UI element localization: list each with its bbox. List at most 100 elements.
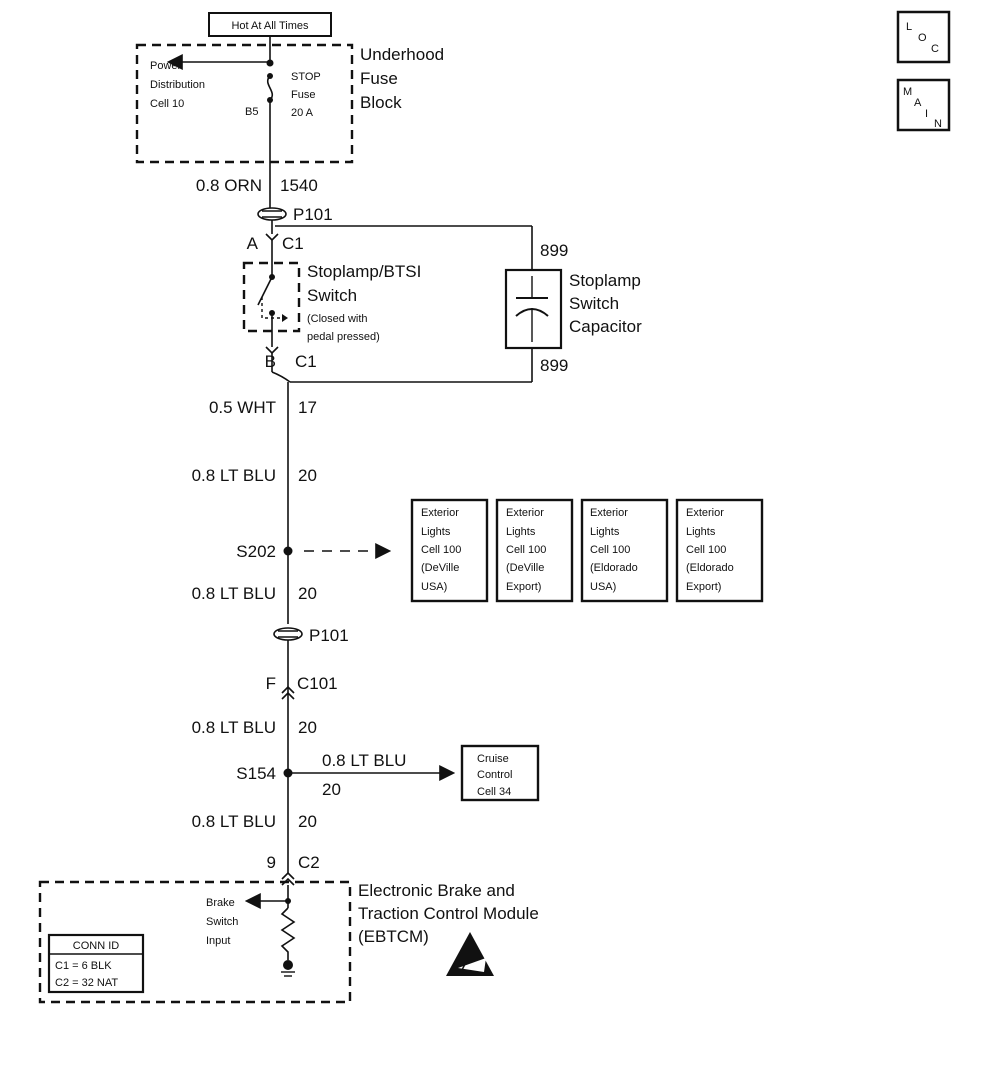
svg-text:USA): USA)	[421, 581, 447, 593]
svg-text:Exterior: Exterior	[686, 507, 724, 519]
wire-circuit-label: 20	[298, 812, 317, 831]
svg-text:Brake: Brake	[206, 897, 235, 909]
svg-text:Input: Input	[206, 935, 230, 947]
ebtcm-module: Brake Switch Input Electronic Brake and …	[38, 880, 539, 1004]
c1-bottom-label: C1	[295, 352, 317, 371]
svg-text:Lights: Lights	[686, 526, 716, 538]
c1-top-label: C1	[282, 234, 304, 253]
conn-id-table: CONN ID C1 = 6 BLK C2 = 32 NAT	[47, 933, 145, 994]
svg-text:(Eldorado: (Eldorado	[590, 562, 638, 574]
splice-s154-label: S154	[236, 764, 276, 783]
svg-text:(DeVille: (DeVille	[421, 562, 459, 574]
svg-text:Block: Block	[360, 93, 402, 112]
wire-gauge-label: 0.8 ORN	[196, 176, 262, 195]
wire-gauge-label: 0.8 LT BLU	[192, 718, 276, 737]
svg-text:N: N	[934, 118, 942, 130]
capacitor-circuit-bottom: 899	[540, 356, 568, 375]
c101-pin: F	[266, 674, 276, 693]
svg-text:Traction Control Module: Traction Control Module	[358, 904, 539, 923]
svg-text:Cell 100: Cell 100	[506, 544, 546, 556]
wire-circuit-label: 1540	[280, 176, 318, 195]
svg-text:Distribution: Distribution	[150, 79, 205, 91]
svg-text:Cruise: Cruise	[477, 753, 509, 765]
c2-pin: 9	[267, 853, 276, 872]
p101-connector-top: P101	[257, 205, 333, 224]
svg-text:L: L	[906, 21, 912, 33]
wire-circuit-label: 20	[298, 584, 317, 603]
loc-button[interactable]: L O C	[896, 10, 951, 64]
svg-text:Control: Control	[477, 769, 512, 781]
exterior-lights-box[interactable]: Exterior Lights Cell 100 (DeVille USA)	[410, 498, 489, 603]
svg-text:B5: B5	[245, 106, 258, 118]
svg-text:Cell 34: Cell 34	[477, 786, 511, 798]
svg-text:Lights: Lights	[421, 526, 451, 538]
splice-s202	[283, 546, 293, 556]
wire-circuit-label: 17	[298, 398, 317, 417]
svg-text:Hot At All Times: Hot At All Times	[231, 20, 309, 32]
svg-text:pedal pressed): pedal pressed)	[307, 331, 380, 343]
wire-gauge-label: 0.5 WHT	[209, 398, 276, 417]
svg-text:(Closed with: (Closed with	[307, 313, 368, 325]
svg-text:P101: P101	[293, 205, 333, 224]
svg-text:Cell 10: Cell 10	[150, 98, 184, 110]
svg-text:Underhood: Underhood	[360, 45, 444, 64]
c1-top-pin: A	[247, 234, 259, 253]
svg-text:Cell 100: Cell 100	[686, 544, 726, 556]
svg-text:Exterior: Exterior	[506, 507, 544, 519]
svg-text:Lights: Lights	[590, 526, 620, 538]
main-button[interactable]: M A I N	[896, 78, 951, 132]
svg-text:Stoplamp/BTSI: Stoplamp/BTSI	[307, 262, 421, 281]
svg-text:C2 = 32 NAT: C2 = 32 NAT	[55, 977, 118, 989]
p101-connector-bottom: P101	[273, 626, 349, 645]
svg-text:CONN ID: CONN ID	[73, 940, 120, 952]
svg-text:O: O	[918, 32, 927, 44]
hot-at-all-times-label: Hot At All Times	[208, 12, 332, 37]
wire-gauge-label: 0.8 LT BLU	[192, 584, 276, 603]
branch-circuit-label: 20	[322, 780, 341, 799]
svg-text:A: A	[914, 97, 922, 109]
esd-warning-icon	[446, 932, 494, 976]
svg-text:Capacitor: Capacitor	[569, 317, 642, 336]
svg-text:Electronic Brake and: Electronic Brake and	[358, 881, 515, 900]
cruise-control-box[interactable]: Cruise Control Cell 34	[460, 744, 540, 802]
splice-s202-label: S202	[236, 542, 276, 561]
svg-text:20 A: 20 A	[291, 107, 314, 119]
exterior-lights-box[interactable]: Exterior Lights Cell 100 (Eldorado USA)	[580, 498, 669, 603]
svg-text:M: M	[903, 86, 912, 98]
svg-text:Export): Export)	[686, 581, 721, 593]
svg-text:Fuse: Fuse	[291, 89, 315, 101]
svg-text:Cell 100: Cell 100	[590, 544, 630, 556]
svg-text:(Eldorado: (Eldorado	[686, 562, 734, 574]
svg-text:(DeVille: (DeVille	[506, 562, 544, 574]
capacitor-circuit-top: 899	[540, 241, 568, 260]
exterior-lights-box[interactable]: Exterior Lights Cell 100 (DeVille Export…	[495, 498, 574, 603]
svg-text:P101: P101	[309, 626, 349, 645]
svg-text:Stoplamp: Stoplamp	[569, 271, 641, 290]
svg-text:Switch: Switch	[569, 294, 619, 313]
wire-circuit-label: 20	[298, 718, 317, 737]
c2-label: C2	[298, 853, 320, 872]
svg-text:USA): USA)	[590, 581, 616, 593]
stoplamp-switch-capacitor: Stoplamp Switch Capacitor	[504, 268, 642, 350]
c101-label: C101	[297, 674, 338, 693]
wire-circuit-label: 20	[298, 466, 317, 485]
stoplamp-btsi-switch: Stoplamp/BTSI Switch (Closed with pedal …	[242, 240, 421, 347]
svg-text:Lights: Lights	[506, 526, 536, 538]
svg-text:Fuse: Fuse	[360, 69, 398, 88]
svg-text:Switch: Switch	[206, 916, 238, 928]
resistor-icon	[280, 907, 296, 960]
svg-text:Power: Power	[150, 60, 182, 72]
svg-text:STOP: STOP	[291, 71, 321, 83]
ground-icon	[281, 960, 295, 977]
svg-text:Switch: Switch	[307, 286, 357, 305]
svg-text:I: I	[925, 108, 928, 120]
svg-text:Exterior: Exterior	[421, 507, 459, 519]
svg-text:Cell 100: Cell 100	[421, 544, 461, 556]
svg-text:Export): Export)	[506, 581, 541, 593]
exterior-lights-box[interactable]: Exterior Lights Cell 100 (Eldorado Expor…	[675, 498, 764, 603]
svg-text:C1 = 6 BLK: C1 = 6 BLK	[55, 960, 112, 972]
branch-gauge-label: 0.8 LT BLU	[322, 751, 406, 770]
underhood-fuse-block: Power Distribution Cell 10 B5 STOP Fuse …	[135, 36, 444, 208]
svg-text:C: C	[931, 43, 939, 55]
